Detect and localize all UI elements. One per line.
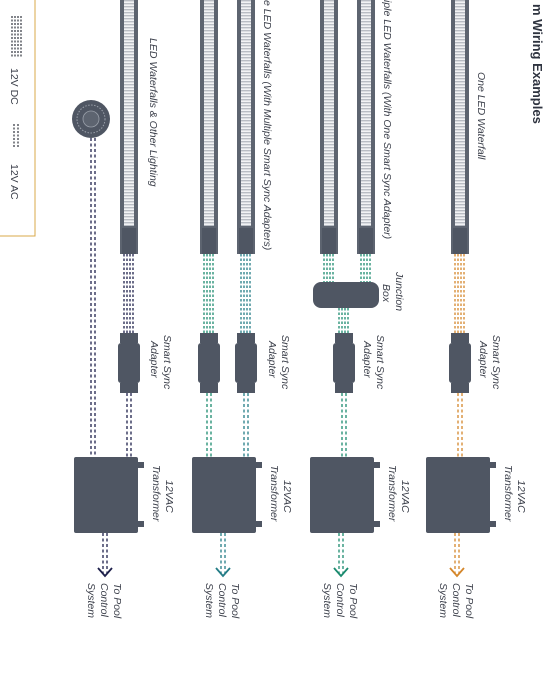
pool-label-line1: To Pool — [229, 583, 241, 619]
transformer — [310, 457, 380, 533]
junction-label-line1: Junction — [393, 271, 405, 311]
transformer — [192, 457, 262, 533]
transformer-label-line2: Transformer — [502, 465, 514, 522]
smart-sync-adapter — [235, 333, 257, 393]
transformer-label-line2: Transformer — [150, 465, 162, 522]
transformer-label-line1: 12VAC — [399, 480, 411, 513]
pool-light-icon — [72, 100, 110, 138]
dc-wires — [123, 254, 134, 333]
adapter-label-line1: Smart Sync — [161, 335, 173, 390]
pool-label-line1: To Pool — [111, 583, 123, 619]
legend-ac-swatch — [13, 124, 19, 148]
panel-caption: e LED Waterfalls (With Multiple Smart Sy… — [261, 0, 273, 250]
pool-label-line2: Control — [334, 583, 346, 618]
pool-label-line2: Control — [216, 583, 228, 618]
panel-caption: LED Waterfalls & Other Lighting — [147, 38, 159, 187]
junction-label-line2: Box — [380, 284, 392, 303]
waterfall-bar — [237, 0, 255, 254]
ac-wires-upper — [126, 393, 132, 457]
ac-wires-upper — [206, 393, 249, 457]
pool-label-line2: Control — [98, 583, 110, 618]
smart-sync-adapter — [118, 333, 140, 393]
transformer — [74, 457, 144, 533]
ac-wires-light — [90, 138, 96, 457]
page-title: m Wiring Examples — [530, 4, 545, 124]
ac-wires-upper — [341, 393, 347, 457]
smart-sync-adapter — [198, 333, 220, 393]
pool-label-line3: System — [203, 583, 215, 618]
pool-label-line1: To Pool — [347, 583, 359, 619]
smart-sync-adapter — [449, 333, 471, 393]
legend-ac-label: 12V AC — [8, 164, 20, 200]
panel-caption: iple LED Waterfalls (With One Smart Sync… — [381, 0, 393, 239]
ac-wires-lower — [220, 533, 226, 573]
transformer-label-line1: 12VAC — [515, 480, 527, 513]
dc-wires — [454, 254, 465, 333]
ac-wires-lower — [454, 533, 460, 573]
arrow-down-icon — [333, 567, 349, 578]
arrow-down-icon — [97, 567, 113, 578]
transformer-label-line1: 12VAC — [163, 480, 175, 513]
adapter-label-line1: Smart Sync — [279, 335, 291, 390]
panel-caption: One LED Waterfall — [475, 72, 487, 160]
waterfall-bar — [451, 0, 469, 254]
adapter-label-line1: Smart Sync — [490, 335, 502, 390]
adapter-label-line1: Smart Sync — [374, 335, 386, 390]
dc-wires — [323, 254, 371, 282]
adapter-label-line2: Adapter — [266, 340, 278, 378]
dc-wires — [338, 308, 349, 333]
transformer — [426, 457, 496, 533]
waterfall-bar — [320, 0, 338, 254]
panel-one-led-waterfall: One LED Waterfall Smart Sync Adapter 12V… — [426, 0, 527, 619]
pool-label-line1: To Pool — [463, 583, 475, 619]
transformer-label-line2: Transformer — [268, 465, 280, 522]
panel-multiple-adapters: e LED Waterfalls (With Multiple Smart Sy… — [192, 0, 293, 619]
panel-other-lighting: LED Waterfalls & Other Lighting Smart Sy… — [72, 0, 175, 619]
pool-label-line3: System — [437, 583, 449, 618]
arrow-down-icon — [449, 567, 465, 578]
smart-sync-adapter — [333, 333, 355, 393]
ac-wires-lower — [338, 533, 344, 573]
waterfall-bar — [357, 0, 375, 254]
pool-label-line3: System — [321, 583, 333, 618]
legend-dc-label: 12V DC — [8, 68, 20, 105]
transformer-label-line2: Transformer — [386, 465, 398, 522]
pool-label-line3: System — [85, 583, 97, 618]
legend: 12V DC 12V AC — [0, 0, 36, 237]
panel-multiple-one-adapter: iple LED Waterfalls (With One Smart Sync… — [310, 0, 411, 619]
transformer-label-line1: 12VAC — [281, 480, 293, 513]
waterfall-bar — [200, 0, 218, 254]
adapter-label-line2: Adapter — [148, 340, 160, 378]
arrow-down-icon — [215, 567, 231, 578]
dc-wires — [203, 254, 251, 333]
legend-dc-swatch — [11, 16, 22, 58]
waterfall-bar — [120, 0, 138, 254]
adapter-label-line2: Adapter — [477, 340, 489, 378]
ac-wires-upper — [457, 393, 463, 457]
pool-label-line2: Control — [450, 583, 462, 618]
adapter-label-line2: Adapter — [361, 340, 373, 378]
junction-box — [313, 282, 379, 308]
ac-wires-lower — [102, 533, 108, 573]
